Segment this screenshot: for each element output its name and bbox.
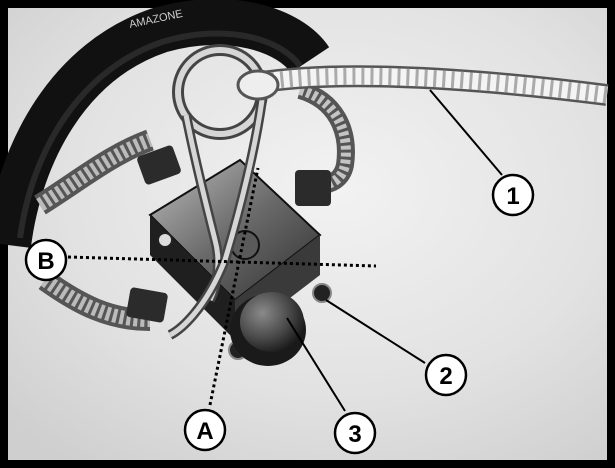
leader-line-1: [429, 89, 503, 176]
axis-line-a: [208, 167, 260, 406]
callout-3-label: 3: [348, 421, 361, 448]
left-hose-fittings: [34, 129, 181, 331]
callout-2-label: 2: [439, 363, 452, 390]
callout-a: A: [183, 408, 227, 452]
leader-line-2: [325, 299, 426, 364]
right-hose-fitting: [295, 81, 355, 206]
callout-1: 1: [491, 173, 535, 217]
callout-1-label: 1: [506, 183, 519, 210]
valve-knob: [230, 292, 306, 366]
leader-line-3: [286, 317, 346, 412]
callout-b-label: B: [37, 248, 54, 275]
callout-2: 2: [424, 353, 468, 397]
rope: [236, 65, 609, 106]
callout-a-label: A: [196, 418, 213, 445]
callout-b: B: [24, 238, 68, 282]
hydraulic-hose: AMAZONE: [0, 0, 330, 249]
screw-2: [312, 283, 332, 303]
callout-3: 3: [333, 411, 377, 455]
